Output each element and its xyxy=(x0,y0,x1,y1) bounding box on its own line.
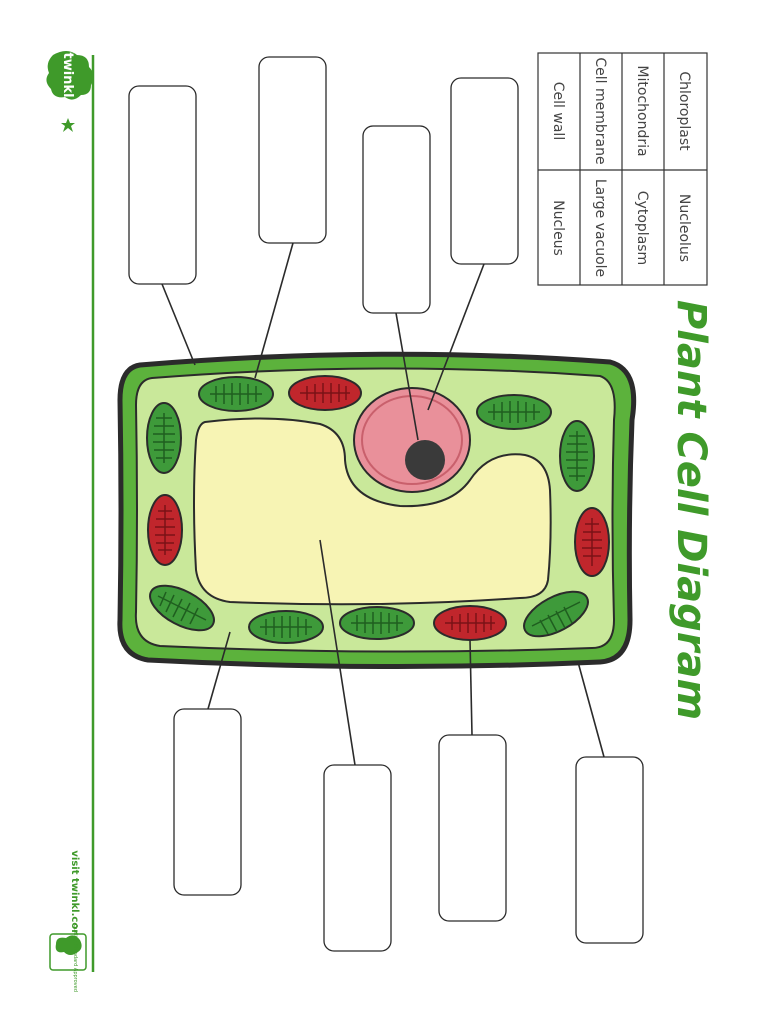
quality-badge-icon: Quality Standard Approved xyxy=(49,924,87,992)
chloroplast xyxy=(146,402,182,474)
brand-logo-text: twinkl xyxy=(60,52,75,97)
word-large-vacuole: Large vacuole xyxy=(592,179,608,277)
chloroplast xyxy=(339,606,415,640)
word-bank-table: Chloroplast Mitochondria Cell membrane C… xyxy=(537,52,708,286)
nucleolus xyxy=(405,440,445,480)
twinkl-logo-icon: twinkl xyxy=(46,51,94,100)
chloroplast xyxy=(476,394,552,430)
mitochondrion xyxy=(433,605,507,641)
plant-cell-illustration xyxy=(117,351,637,670)
answer-box-8[interactable] xyxy=(575,756,644,944)
mitochondrion xyxy=(574,507,610,577)
word-mitochondria: Mitochondria xyxy=(634,65,650,156)
word-cell-membrane: Cell membrane xyxy=(592,57,608,164)
chloroplast xyxy=(523,590,589,638)
answer-box-4[interactable] xyxy=(450,77,519,265)
word-chloroplast: Chloroplast xyxy=(676,71,692,151)
label-leader-lines xyxy=(161,242,605,766)
mitochondrion xyxy=(147,494,183,566)
answer-box-1[interactable] xyxy=(128,85,197,285)
word-cell-wall: Cell wall xyxy=(550,82,566,140)
star-icon xyxy=(61,118,75,132)
large-vacuole xyxy=(193,417,552,606)
answer-box-2[interactable] xyxy=(258,56,327,244)
quality-badge-text: Quality Standard Approved xyxy=(72,924,78,992)
footer-url: visit twinkl.com xyxy=(69,850,80,939)
answer-box-5[interactable] xyxy=(173,708,242,896)
chloroplast xyxy=(248,610,324,644)
chloroplast xyxy=(198,376,274,412)
mitochondrion xyxy=(288,375,362,411)
word-cytoplasm: Cytoplasm xyxy=(634,191,650,265)
answer-box-3[interactable] xyxy=(362,125,431,314)
answer-box-6[interactable] xyxy=(323,764,392,952)
word-nucleus: Nucleus xyxy=(550,200,566,256)
answer-box-7[interactable] xyxy=(438,734,507,922)
answer-boxes[interactable] xyxy=(128,56,644,952)
word-nucleolus: Nucleolus xyxy=(676,194,692,262)
page-title: Plant Cell Diagram xyxy=(668,300,714,720)
chloroplast xyxy=(149,584,215,632)
chloroplast xyxy=(559,420,595,492)
